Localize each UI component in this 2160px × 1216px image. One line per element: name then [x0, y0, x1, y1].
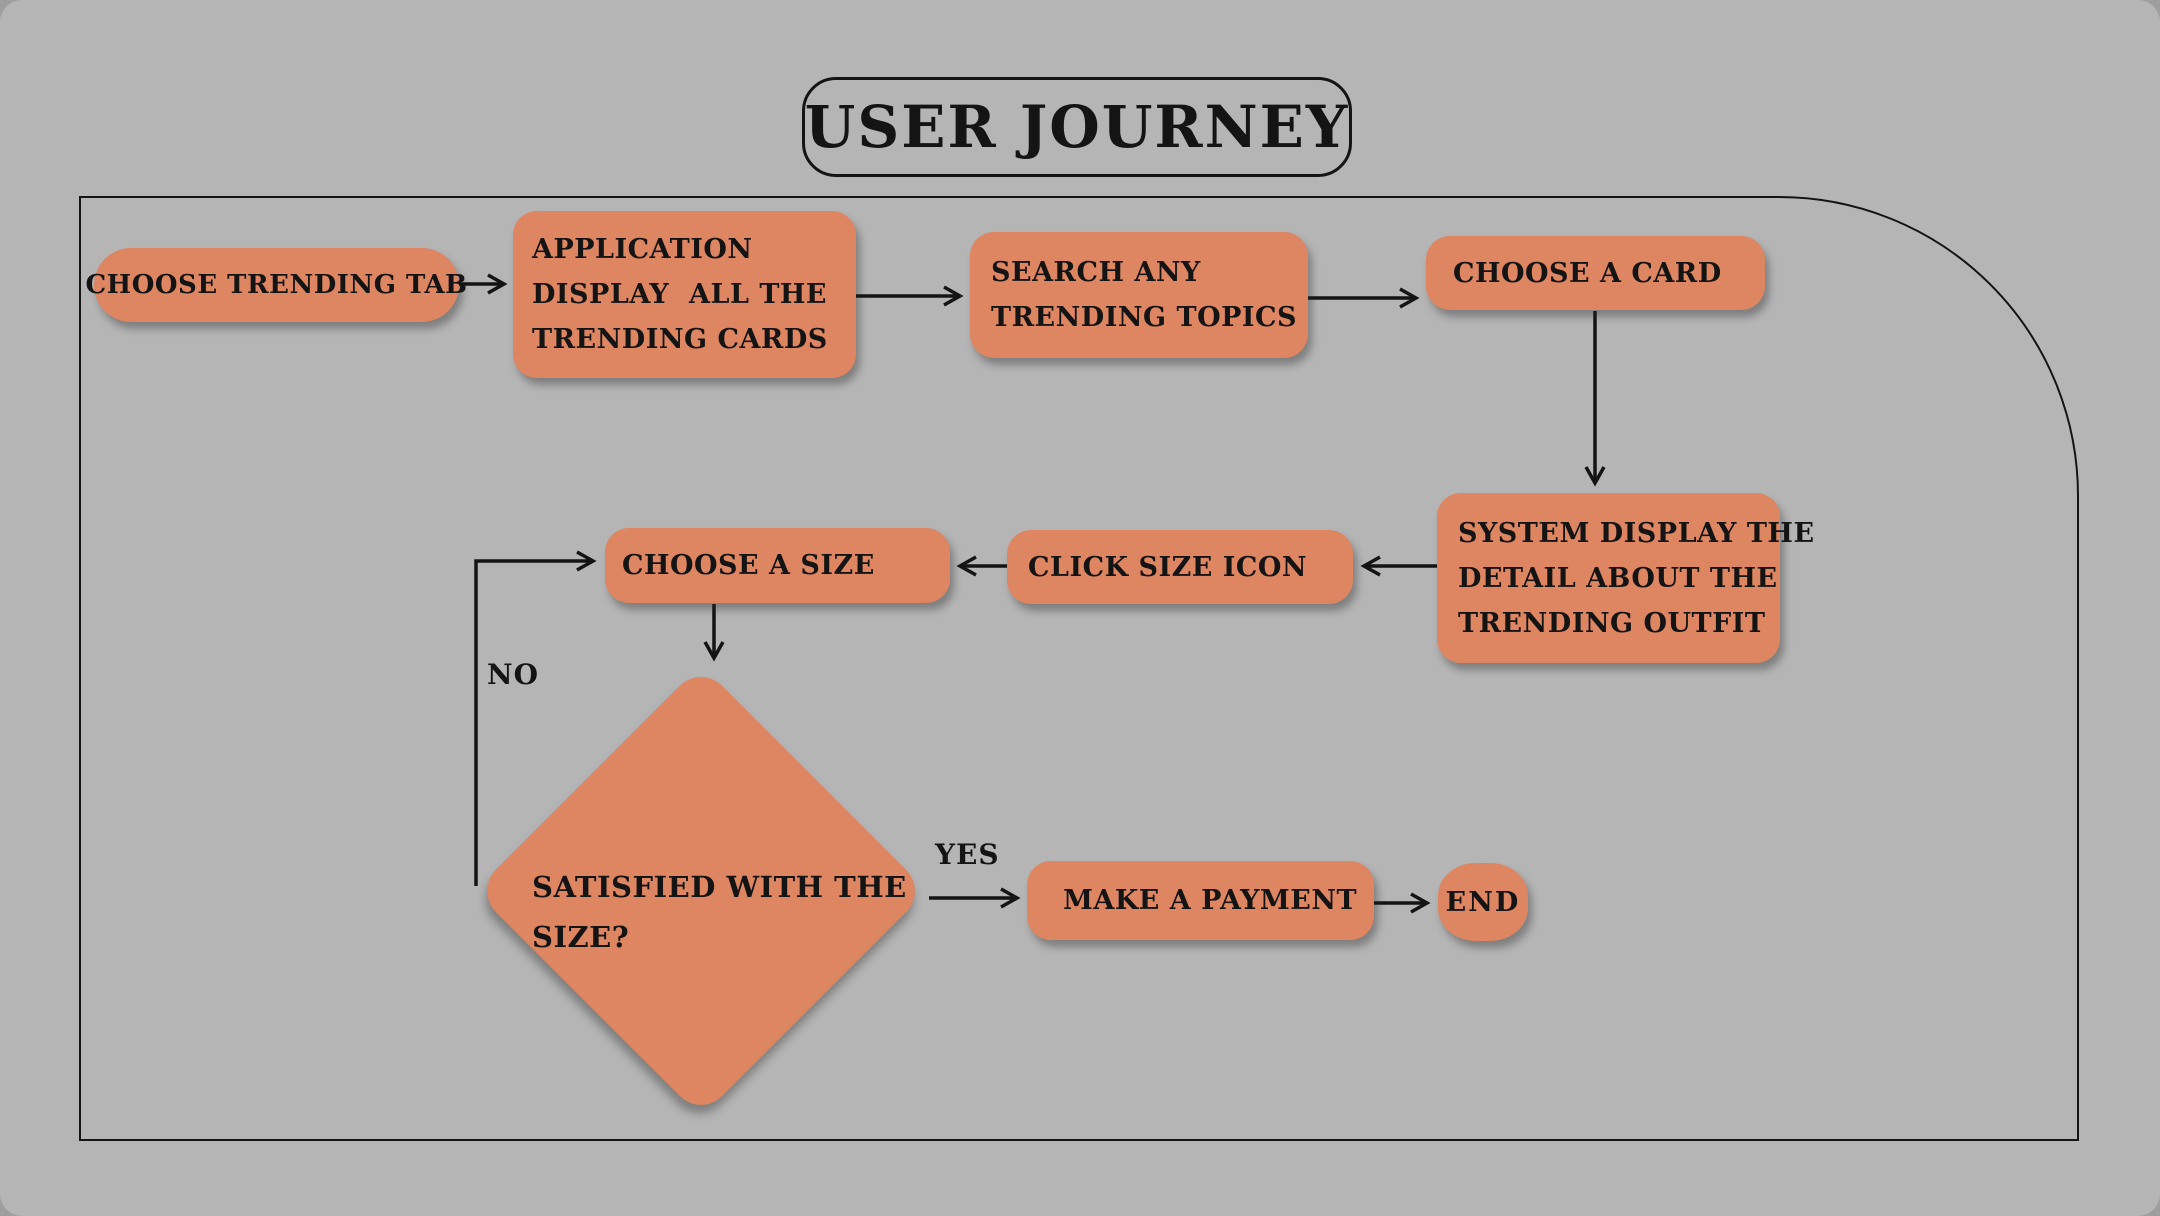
node-label: END	[1445, 886, 1521, 918]
node-label: CHOOSE A SIZE	[622, 550, 875, 581]
edge-label-no: NO	[487, 658, 539, 691]
node-label: MAKE A PAYMENT	[1063, 885, 1358, 916]
node-label-line: DETAIL ABOUT THE	[1458, 562, 1778, 594]
node-label-line: APPLICATION	[532, 234, 753, 265]
diagram-title-box: USER JOURNEY	[802, 77, 1352, 177]
node-end: END	[1438, 863, 1528, 941]
node-click-size-icon: CLICK SIZE ICON	[1007, 530, 1353, 604]
diagram-title: USER JOURNEY	[804, 93, 1350, 161]
node-label-line: SEARCH ANY	[991, 257, 1201, 288]
node-search-trending-topics: SEARCH ANY TRENDING TOPICS	[970, 232, 1308, 358]
node-system-display-detail: SYSTEM DISPLAY THE DETAIL ABOUT THE TREN…	[1437, 493, 1815, 663]
flow-frame-border	[79, 196, 2079, 1141]
edge-diamond-no-loop	[474, 550, 597, 886]
node-choose-a-size: CHOOSE A SIZE	[605, 528, 950, 603]
node-label-line: SIZE?	[532, 920, 630, 954]
edge-label-yes: YES	[935, 838, 1000, 871]
node-application-display-cards: APPLICATION DISPLAY ALL THE TRENDING CAR…	[513, 211, 856, 378]
node-label-line: SATISFIED WITH THE	[532, 870, 907, 904]
node-label-line: TRENDING TOPICS	[991, 302, 1298, 333]
node-choose-a-card: CHOOSE A CARD	[1426, 236, 1765, 310]
node-label: CHOOSE TRENDING TAB	[85, 269, 468, 300]
node-choose-trending-tab: CHOOSE TRENDING TAB	[85, 248, 467, 322]
node-label: CLICK SIZE ICON	[1028, 551, 1308, 583]
node-label: CHOOSE A CARD	[1453, 257, 1722, 289]
node-label-line: TRENDING OUTFIT	[1458, 607, 1766, 639]
node-label-line: DISPLAY ALL THE	[532, 279, 828, 310]
node-make-a-payment: MAKE A PAYMENT	[1027, 861, 1374, 940]
node-satisfied-with-size-label: SATISFIED WITH THE SIZE?	[532, 862, 932, 962]
node-label-line: TRENDING CARDS	[532, 324, 828, 355]
node-label-line: SYSTEM DISPLAY THE	[1458, 517, 1815, 549]
